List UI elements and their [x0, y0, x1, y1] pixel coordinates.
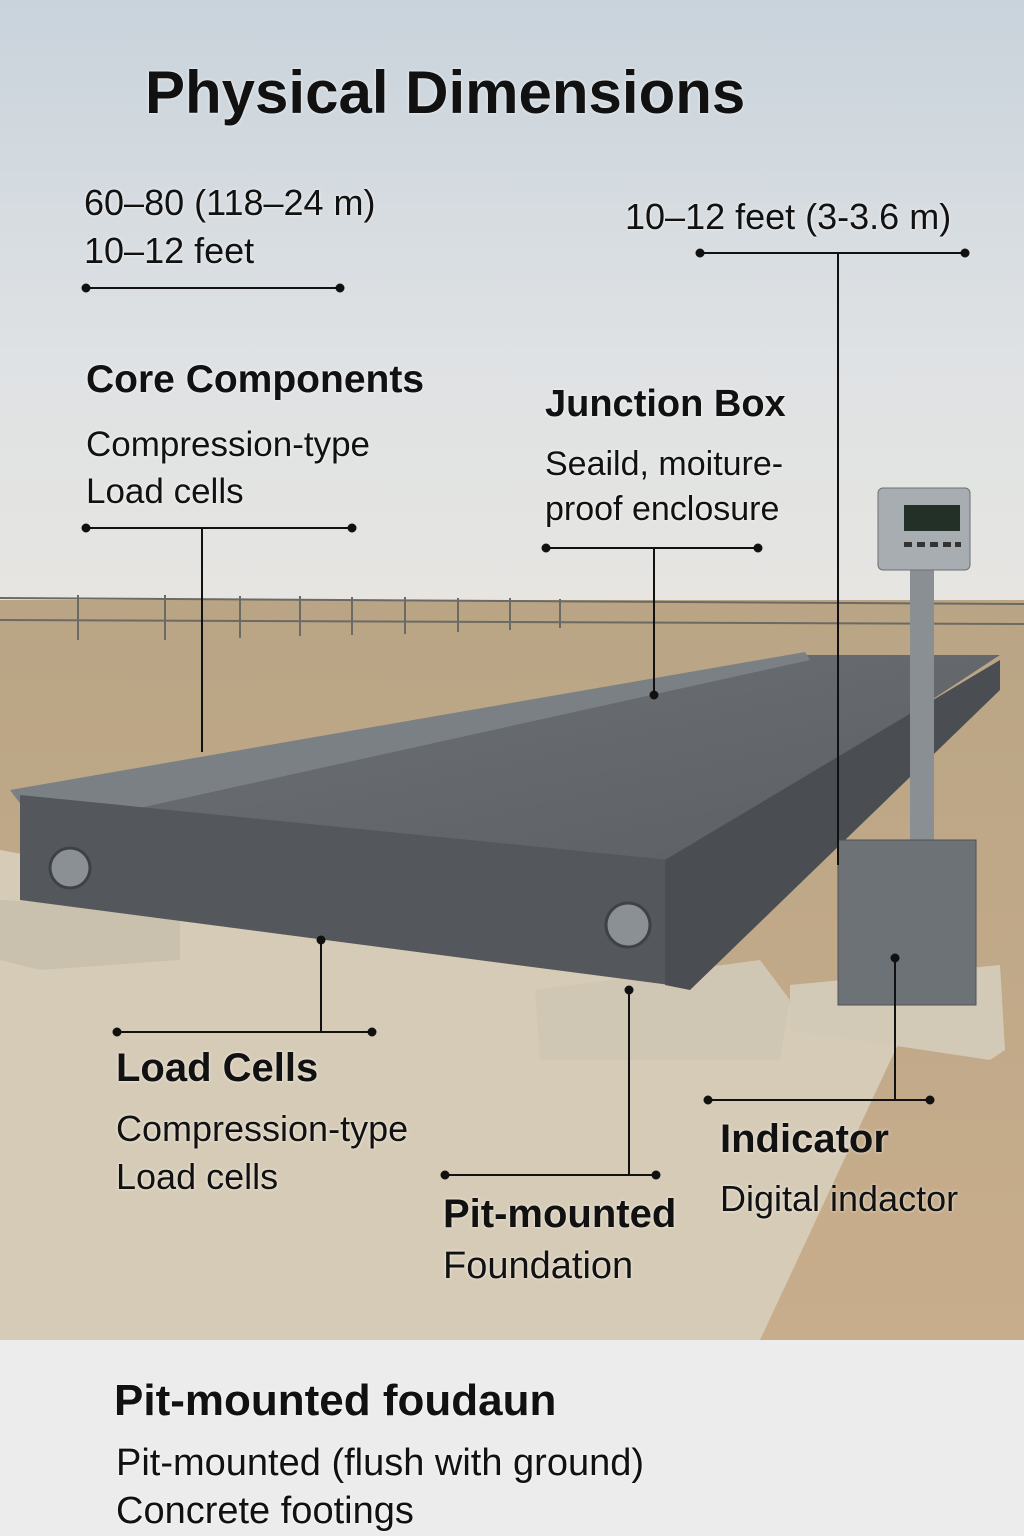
footer-panel: Pit-mounted foudaun Pit-mounted (flush w…	[0, 1340, 1024, 1536]
concrete-slab	[0, 850, 900, 1340]
load-cells-line2: Load cells	[116, 1156, 279, 1197]
load-cell-left	[48, 846, 92, 890]
indicator-pole	[910, 570, 934, 845]
weighbridge-scene	[0, 0, 1024, 1340]
core-components-line2: Load cells	[86, 472, 244, 511]
load-cell-right	[604, 901, 652, 949]
footer-line2: Concrete footings	[116, 1490, 414, 1532]
leader-lines	[81, 248, 970, 1180]
indicator-heading: Indicator	[720, 1117, 889, 1161]
junction-box-line1: Seaild, moiture-	[545, 445, 784, 483]
junction-box-line2: proof enclosure	[545, 490, 780, 528]
side-rail	[10, 652, 810, 830]
length-dimension: 60–80 (118–24 m)	[84, 182, 376, 223]
fence	[0, 595, 1024, 640]
junction-box-heading: Junction Box	[545, 383, 786, 425]
scale-deck	[40, 655, 1000, 875]
load-cells-heading: Load Cells	[116, 1046, 319, 1090]
core-components-line1: Compression-type	[86, 425, 370, 464]
load-cells-line1: Compression-type	[116, 1108, 409, 1149]
page-title: Physical Dimensions	[145, 59, 746, 126]
junction-box	[837, 839, 977, 1006]
width-dimension-right: 10–12 feet (3-3.6 m)	[625, 196, 952, 237]
footer-heading: Pit-mounted foudaun	[114, 1376, 557, 1425]
pit-mounted-line1: Foundation	[443, 1245, 634, 1287]
width-dimension: 10–12 feet	[84, 230, 255, 271]
indicator-line1: Digital indactor	[720, 1178, 959, 1219]
footer-line1: Pit-mounted (flush with ground)	[116, 1442, 645, 1484]
pit-mounted-heading: Pit-mounted	[443, 1192, 677, 1236]
core-components-heading: Core Components	[86, 358, 425, 401]
front-beam	[20, 795, 670, 985]
